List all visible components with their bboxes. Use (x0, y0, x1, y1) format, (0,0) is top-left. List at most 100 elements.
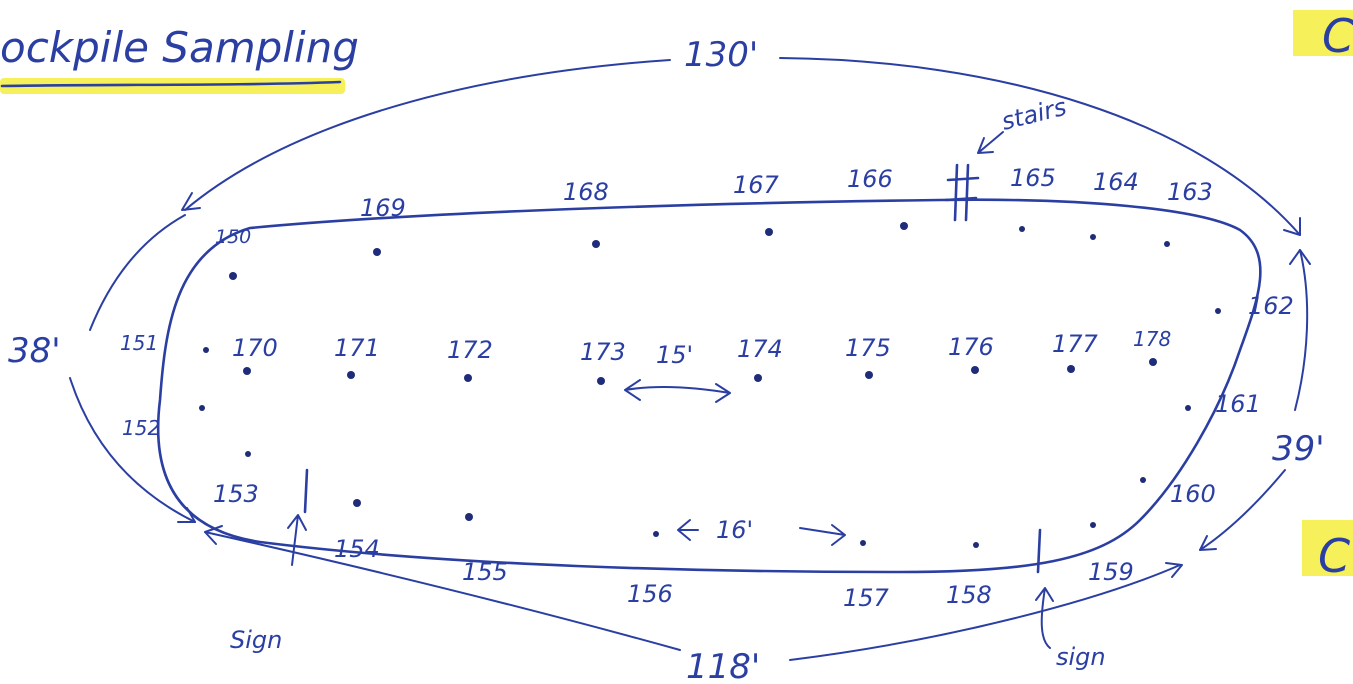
right-dimension-label: 39' (1272, 429, 1325, 469)
sign-arrow-left (287, 514, 307, 566)
sample-label-164: 164 (1093, 168, 1139, 196)
sample-label-155: 155 (462, 558, 508, 586)
sample-labels: 150 151 152 153 154 155 156 157 158 159 … (120, 164, 1294, 612)
top-dimension-line-left (184, 59, 671, 211)
sample-label-165: 165 (1010, 164, 1056, 192)
left-dimension-arrowhead-bottom (177, 507, 196, 523)
left-dimension-label: 38' (8, 331, 61, 371)
sample-label-151: 151 (120, 331, 158, 355)
sample-label-163: 163 (1167, 178, 1213, 206)
sample-point-170 (243, 367, 251, 375)
sample-point-161 (1185, 405, 1191, 411)
sample-point-151 (203, 347, 209, 353)
title-underline (0, 80, 342, 88)
sample-label-160: 160 (1170, 480, 1216, 508)
sample-label-170: 170 (232, 334, 278, 362)
page-title: ockpile Sampling (0, 23, 359, 72)
stairs-arrow (977, 131, 1004, 154)
inner-spacing-label-16: 16' (716, 516, 753, 544)
sample-label-152: 152 (122, 416, 160, 440)
sample-point-165 (1019, 226, 1025, 232)
sample-label-154: 154 (334, 535, 380, 563)
highlight-mark-top (1293, 10, 1353, 56)
sample-point-171 (347, 371, 355, 379)
sign-marker-right (1036, 528, 1042, 574)
sample-point-172 (464, 374, 472, 382)
top-dimension-line-right (779, 57, 1301, 236)
sample-point-167 (765, 228, 773, 236)
sample-point-173 (597, 377, 605, 385)
sample-point-156 (653, 531, 659, 537)
sample-points (199, 222, 1221, 548)
sign-marker-left (303, 468, 309, 514)
sample-point-159 (1090, 522, 1096, 528)
sample-point-155 (465, 513, 473, 521)
sample-label-176: 176 (948, 333, 994, 361)
sample-point-178 (1149, 358, 1157, 366)
sample-point-150 (229, 272, 237, 280)
sample-label-169: 169 (360, 194, 406, 222)
sample-point-164 (1090, 234, 1096, 240)
bottom-dimension-arrowhead-right (1165, 562, 1183, 578)
sample-point-168 (592, 240, 600, 248)
sample-label-177: 177 (1052, 330, 1099, 358)
stockpile-outline (156, 198, 1262, 574)
sample-label-153: 153 (213, 480, 259, 508)
bottom-dimension-line-right (789, 564, 1181, 661)
margin-mark-bottom: C (1318, 529, 1350, 583)
sample-label-171: 171 (334, 334, 380, 362)
sample-point-174 (754, 374, 762, 382)
right-dimension-arrowhead-top (1289, 249, 1311, 265)
sample-point-152 (199, 405, 205, 411)
sign-arrow-right (1035, 587, 1054, 649)
sample-label-167: 167 (733, 171, 780, 199)
inner-spacing-arrow-16-right (799, 524, 846, 546)
sample-label-161: 161 (1215, 390, 1261, 418)
top-dimension-arrowhead-right (1283, 217, 1301, 236)
sample-label-173: 173 (580, 338, 626, 366)
bottom-dimension-arrowhead-left (204, 525, 223, 545)
sample-point-153 (245, 451, 251, 457)
sample-label-156: 156 (627, 580, 673, 608)
right-dimension-line-top (1294, 249, 1309, 411)
sample-label-158: 158 (946, 581, 992, 609)
margin-mark-top: C (1322, 9, 1353, 63)
sample-label-178: 178 (1133, 327, 1171, 351)
sample-point-175 (865, 371, 873, 379)
sample-label-174: 174 (737, 335, 783, 363)
sample-point-154 (353, 499, 361, 507)
sample-point-166 (900, 222, 908, 230)
sample-point-163 (1164, 241, 1170, 247)
sample-label-162: 162 (1248, 292, 1294, 320)
sample-label-166: 166 (847, 165, 893, 193)
inner-spacing-label-15: 15' (656, 341, 693, 369)
sample-point-157 (860, 540, 866, 546)
left-dimension-line-bottom (69, 377, 196, 523)
sample-point-162 (1215, 308, 1221, 314)
sample-point-158 (973, 542, 979, 548)
highlight-mark-bottom (1302, 520, 1353, 576)
sign-note-right: sign (1056, 643, 1106, 671)
top-dimension-label: 130' (684, 35, 758, 75)
stairs-note: stairs (999, 93, 1069, 136)
inner-spacing-arrow-16-left (677, 519, 699, 541)
sample-point-169 (373, 248, 381, 256)
sample-label-150: 150 (215, 226, 251, 248)
sample-label-159: 159 (1088, 558, 1134, 586)
sample-label-175: 175 (845, 334, 891, 362)
sample-label-157: 157 (843, 584, 890, 612)
bottom-dimension-label: 118' (686, 647, 760, 684)
sample-point-160 (1140, 477, 1146, 483)
right-dimension-arrowhead-bottom (1199, 535, 1217, 551)
sign-note-left: Sign (230, 626, 282, 654)
sample-point-176 (971, 366, 979, 374)
sample-label-168: 168 (563, 178, 609, 206)
right-dimension-line-bottom (1199, 469, 1286, 551)
left-dimension-line-top (89, 214, 186, 331)
stairs-symbol (944, 163, 980, 222)
inner-spacing-arrow-15 (624, 379, 731, 403)
top-dimension-arrowhead-left (181, 192, 201, 211)
sample-point-177 (1067, 365, 1075, 373)
bottom-dimension-line-left (204, 531, 681, 651)
